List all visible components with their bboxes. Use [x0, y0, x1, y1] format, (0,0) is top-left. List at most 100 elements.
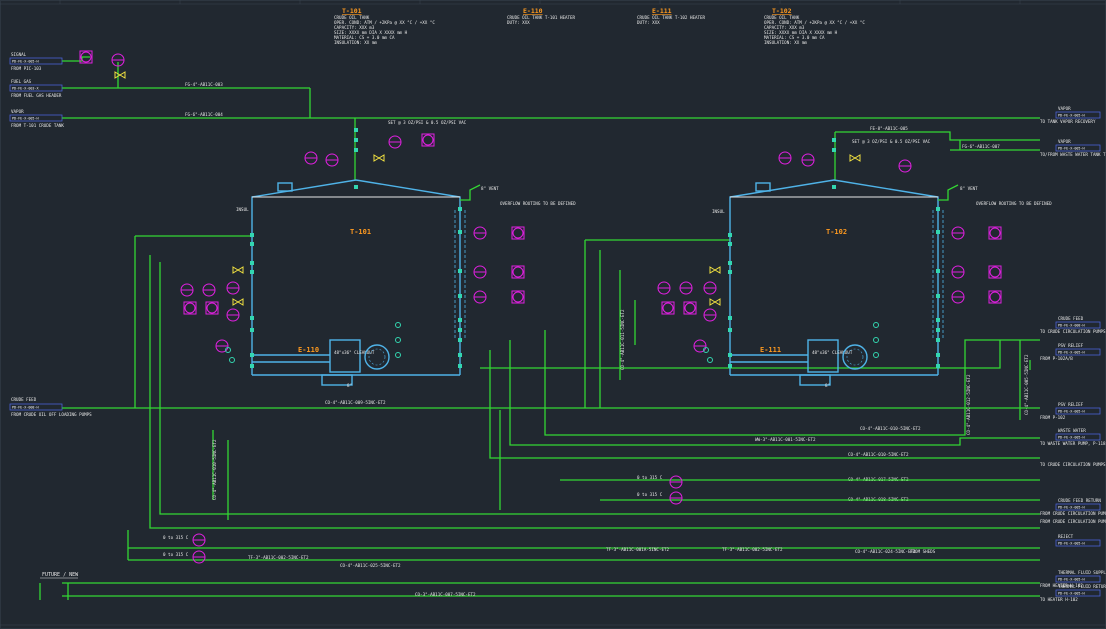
instrument-bubble[interactable]	[679, 281, 693, 295]
instrument-bubble[interactable]	[703, 308, 717, 322]
nozzle	[936, 338, 940, 342]
nozzle	[458, 207, 462, 211]
nozzle	[250, 242, 254, 246]
equipment-title-t101[interactable]: T-101 CRUDE OIL TANK OPER. COND: ATM / +…	[334, 7, 435, 45]
offpage-sub: FROM CRUDE CIRCULATION PUMP, P-101A/B	[1040, 511, 1106, 516]
offpage-connector-right[interactable]: FROM CRUDE CIRCULATION PUMP, P-101A	[1040, 519, 1106, 524]
instrument-bubble[interactable]	[388, 135, 402, 149]
crude-circ-label: CO-4"-AB11C-010-5INC-ET2	[860, 426, 921, 431]
instrument-bubble[interactable]	[192, 550, 206, 564]
instrument-box[interactable]	[205, 301, 219, 315]
equipment-title-t102[interactable]: T-102 CRUDE OIL TANK OPER. COND: ATM / +…	[764, 7, 865, 45]
instrument-bubble[interactable]	[693, 339, 707, 353]
offpage-title: THERMAL FLUID SUPPLY	[1058, 570, 1106, 575]
instrument-box[interactable]	[683, 301, 697, 315]
nozzle	[728, 316, 732, 320]
instrument-bubble[interactable]	[192, 533, 206, 547]
tank-t101[interactable]: T-101 INSUL E-110 48"x36" CLEANOUT 8"	[236, 179, 466, 388]
instrument-box[interactable]	[511, 265, 525, 279]
offpage-connector-right[interactable]: TO CRUDE CIRCULATION PUMPS, P-101A/B	[1040, 462, 1106, 467]
offpage-crude-feed[interactable]: CRUDE FEED PD-FE-X-008-H FROM CRUDE OIL …	[9, 397, 92, 417]
instrument-box[interactable]	[79, 50, 93, 64]
control-valve[interactable]	[849, 154, 861, 162]
instrument-box[interactable]	[988, 265, 1002, 279]
instrument-box[interactable]	[661, 301, 675, 315]
nozzle	[250, 364, 254, 368]
instrument-box[interactable]	[988, 290, 1002, 304]
vapor-sub: FROM T-101 CRUDE TANK	[11, 123, 64, 128]
control-valve[interactable]	[232, 266, 244, 274]
crude-feed-label: CO-4"-AB11C-009-5INC-ET2	[325, 400, 386, 405]
instrument-bubble[interactable]	[669, 491, 683, 505]
drain-marker	[229, 357, 235, 363]
from-sheds-label: FROM SHEDS	[910, 549, 936, 554]
nozzle	[936, 230, 940, 234]
instrument-bubble[interactable]	[226, 281, 240, 295]
control-valve[interactable]	[114, 71, 126, 79]
instrument-bubble[interactable]	[226, 308, 240, 322]
offpage-sub: TO TANK VAPOR RECOVERY	[1040, 119, 1096, 124]
pipelines: FG-4"-AB11C-003 FG-6"-AB11C-004 SET @ 3 …	[39, 56, 1040, 600]
tf-return-label: CO-3"-AB11C-007-5INC-ET2	[415, 592, 476, 597]
instrument-bubble[interactable]	[951, 226, 965, 240]
instrument-bubble[interactable]	[202, 283, 216, 297]
drain-marker	[873, 352, 879, 358]
instrument-box[interactable]	[511, 290, 525, 304]
crude-circ2-label: CO-4"-AB11C-010-5INC-ET2	[848, 452, 909, 457]
vert-label-2: CO-4"-AB11C-011-5INC-ET2	[620, 309, 625, 370]
t101-line-5: INSULATION: XX mm	[334, 40, 377, 45]
instrument-box[interactable]	[183, 301, 197, 315]
tf-right-label: CO-4"-AB11C-024-5INC-ET2	[855, 549, 916, 554]
instrument-box[interactable]	[988, 226, 1002, 240]
equipment-title-e111[interactable]: E-111 CRUDE OIL TANK T-102 HEATER DUTY: …	[637, 7, 706, 25]
vent-t102: 8" VENT OVERFLOW ROUTING TO BE DEFINED	[938, 184, 1052, 206]
offpage-signal[interactable]: SIGNAL PD-FE-X-005-H FROM PIC-103	[9, 52, 63, 71]
equipment-title-e110[interactable]: E-110 CRUDE OIL TANK T-101 HEATER DUTY: …	[507, 7, 576, 25]
t102-vent: 8" VENT	[960, 186, 978, 191]
control-valve[interactable]	[709, 266, 721, 274]
instrument-bubble[interactable]	[304, 151, 318, 165]
instrument-bubble[interactable]	[111, 53, 125, 67]
offpage-sub: TO HEATER H-102	[1040, 597, 1078, 602]
nozzle	[936, 328, 940, 332]
tf-mid-label: TF-3"-AB11C-002-5INC-ET2	[248, 555, 309, 560]
instrument-bubble[interactable]	[473, 265, 487, 279]
control-valve[interactable]	[709, 298, 721, 306]
offpage-fuel-gas[interactable]: FUEL GAS PD-FE-X-003-X FROM FUEL GAS HEA…	[9, 79, 63, 98]
control-valve[interactable]	[232, 298, 244, 306]
offpage-vapor[interactable]: VAPOR PD-FE-X-005-H FROM T-101 CRUDE TAN…	[9, 109, 64, 128]
instrument-bubble[interactable]	[778, 151, 792, 165]
instrument-bubble[interactable]	[473, 290, 487, 304]
instrument-bubble[interactable]	[951, 265, 965, 279]
instrument-bubble[interactable]	[703, 281, 717, 295]
instrument-bubble[interactable]	[657, 281, 671, 295]
t102-sump-size: 8"	[825, 383, 830, 388]
tank-t102[interactable]: T-102 INSUL E-111 48"x36" CLEANOUT 8"	[712, 179, 944, 388]
t102-line-0: CRUDE OIL TANK	[764, 15, 800, 20]
instrument-bubble[interactable]	[215, 339, 229, 353]
instrument-bubble[interactable]	[325, 153, 339, 167]
instrument-box[interactable]	[421, 133, 435, 147]
instrument-bubble[interactable]	[473, 226, 487, 240]
nozzle	[458, 353, 462, 357]
instrument-bubble[interactable]	[180, 283, 194, 297]
offpage-tag: PD-FE-X-005-H	[1058, 114, 1085, 118]
instrument-bubble[interactable]	[669, 475, 683, 489]
vapor-right-label: FE-8"-AB11C-005	[870, 126, 908, 131]
instrument-bubble[interactable]	[898, 159, 912, 173]
instrument-bubble[interactable]	[951, 290, 965, 304]
control-valve[interactable]	[373, 154, 385, 162]
instrument-box[interactable]	[511, 226, 525, 240]
instrument-bubble[interactable]	[801, 153, 815, 167]
